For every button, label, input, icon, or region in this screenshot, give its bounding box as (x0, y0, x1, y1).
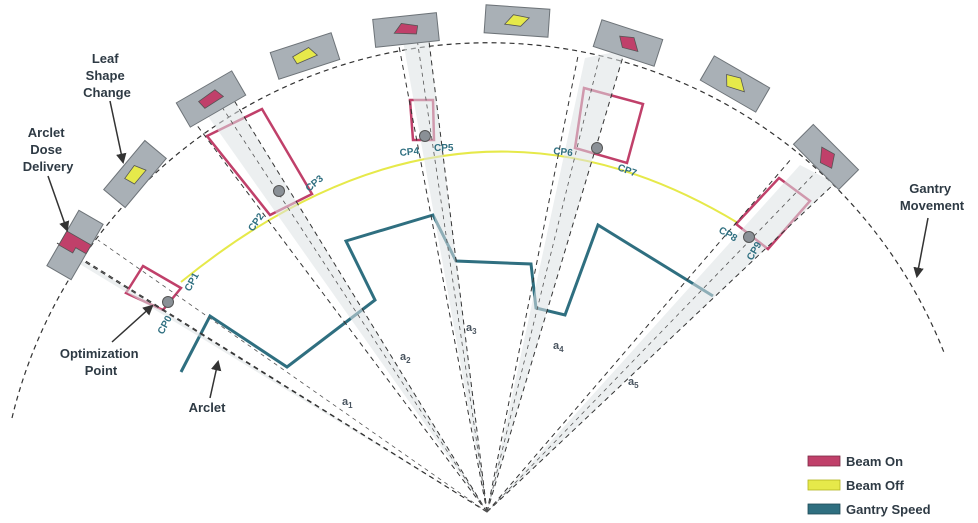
gantry-outer-arc (11, 42, 946, 419)
collimator-head-icon (103, 139, 167, 209)
collimator-head-icon (175, 70, 247, 128)
beam-fan-shade (400, 24, 487, 512)
arrow-icon (109, 100, 127, 165)
collimator-head-icon (699, 55, 771, 113)
beam-lines-layer (46, 4, 860, 513)
collimator-head-icon (269, 32, 341, 80)
arrow-icon (47, 175, 70, 232)
cp-label: CP4 (399, 146, 420, 159)
arclet-index-label: a3 (466, 322, 477, 336)
beam-off-swatch (807, 479, 841, 491)
beam-fan-shade (487, 165, 835, 512)
optimization-point-label: Optimization Point (60, 346, 142, 378)
beam-center-line (486, 171, 817, 513)
leaf-aperture-shape (198, 89, 225, 109)
leaf-aperture-shape (726, 74, 745, 93)
beam-line (486, 55, 579, 513)
arclet-dose-delivery-label: Arclet Dose Delivery (23, 125, 74, 174)
beam-center-line (97, 239, 488, 513)
cp-label: CP5 (434, 143, 454, 154)
collimator-head-icon (372, 12, 440, 48)
arclet-index-label: a1 (342, 396, 353, 410)
legend-item-gantry-speed: Gantry Speed (807, 502, 931, 517)
leaf-aperture-shape (503, 14, 531, 27)
leaf-aperture-shape (124, 165, 147, 185)
beam-center-line (486, 54, 601, 513)
cp-label: CP6 (553, 146, 574, 159)
beam-line (486, 182, 836, 513)
legend-item-beam-off: Beam Off (807, 478, 904, 493)
arclet-index-label: a5 (628, 376, 639, 390)
beam-center-line (219, 103, 488, 513)
leaf-aperture-shape (619, 35, 639, 53)
gantry-movement-label: Gantry Movement (900, 181, 965, 213)
arrow-icon (209, 359, 222, 399)
cp-label: CP7 (616, 162, 638, 179)
beam-line (186, 111, 488, 513)
beam-line (394, 24, 488, 513)
collimator-head-icon (592, 19, 664, 67)
beam-fan-shade (200, 97, 487, 512)
optimization-point-dot-icon (591, 142, 603, 154)
legend: Beam On Beam Off Gantry Speed (807, 454, 931, 517)
beam-line (426, 24, 488, 513)
leaf-aperture-shape (292, 46, 319, 65)
gantry-speed-swatch (807, 503, 841, 515)
beam-line (84, 261, 488, 513)
beam-on-swatch (807, 455, 841, 467)
collimator-head-icon (792, 123, 860, 191)
diagram-geometry (11, 42, 946, 419)
optimization-point-dot-icon (419, 130, 431, 142)
beam-off-arc (180, 150, 739, 283)
legend-label: Beam On (846, 454, 903, 469)
text-labels: Leaf Shape Change Arclet Dose Delivery O… (23, 51, 965, 415)
beam-line (486, 157, 793, 513)
arclet-index-label: a2 (400, 351, 411, 365)
legend-label: Gantry Speed (846, 502, 931, 517)
cp-label: CP1 (183, 271, 202, 294)
arrow-icon (111, 304, 154, 343)
beam-fan-shade (60, 252, 487, 512)
leaf-aperture-shape (819, 146, 835, 169)
leaf-aperture-shape (393, 23, 419, 35)
legend-item-beam-on: Beam On (807, 454, 903, 469)
arclet-label: Arclet (189, 400, 227, 415)
collimator-head-icon (483, 4, 551, 38)
leaf-shape-change-label: Leaf Shape Change (83, 51, 131, 100)
beam-line (231, 96, 488, 513)
arrow-icon (913, 217, 929, 279)
arclet-index-label: a4 (553, 340, 564, 354)
legend-label: Beam Off (846, 478, 904, 493)
optimization-point-dot-icon (743, 231, 755, 243)
optimization-point-dot-icon (273, 185, 285, 197)
beam-center-line (414, 24, 488, 513)
optimization-point-dot-icon (162, 296, 174, 308)
